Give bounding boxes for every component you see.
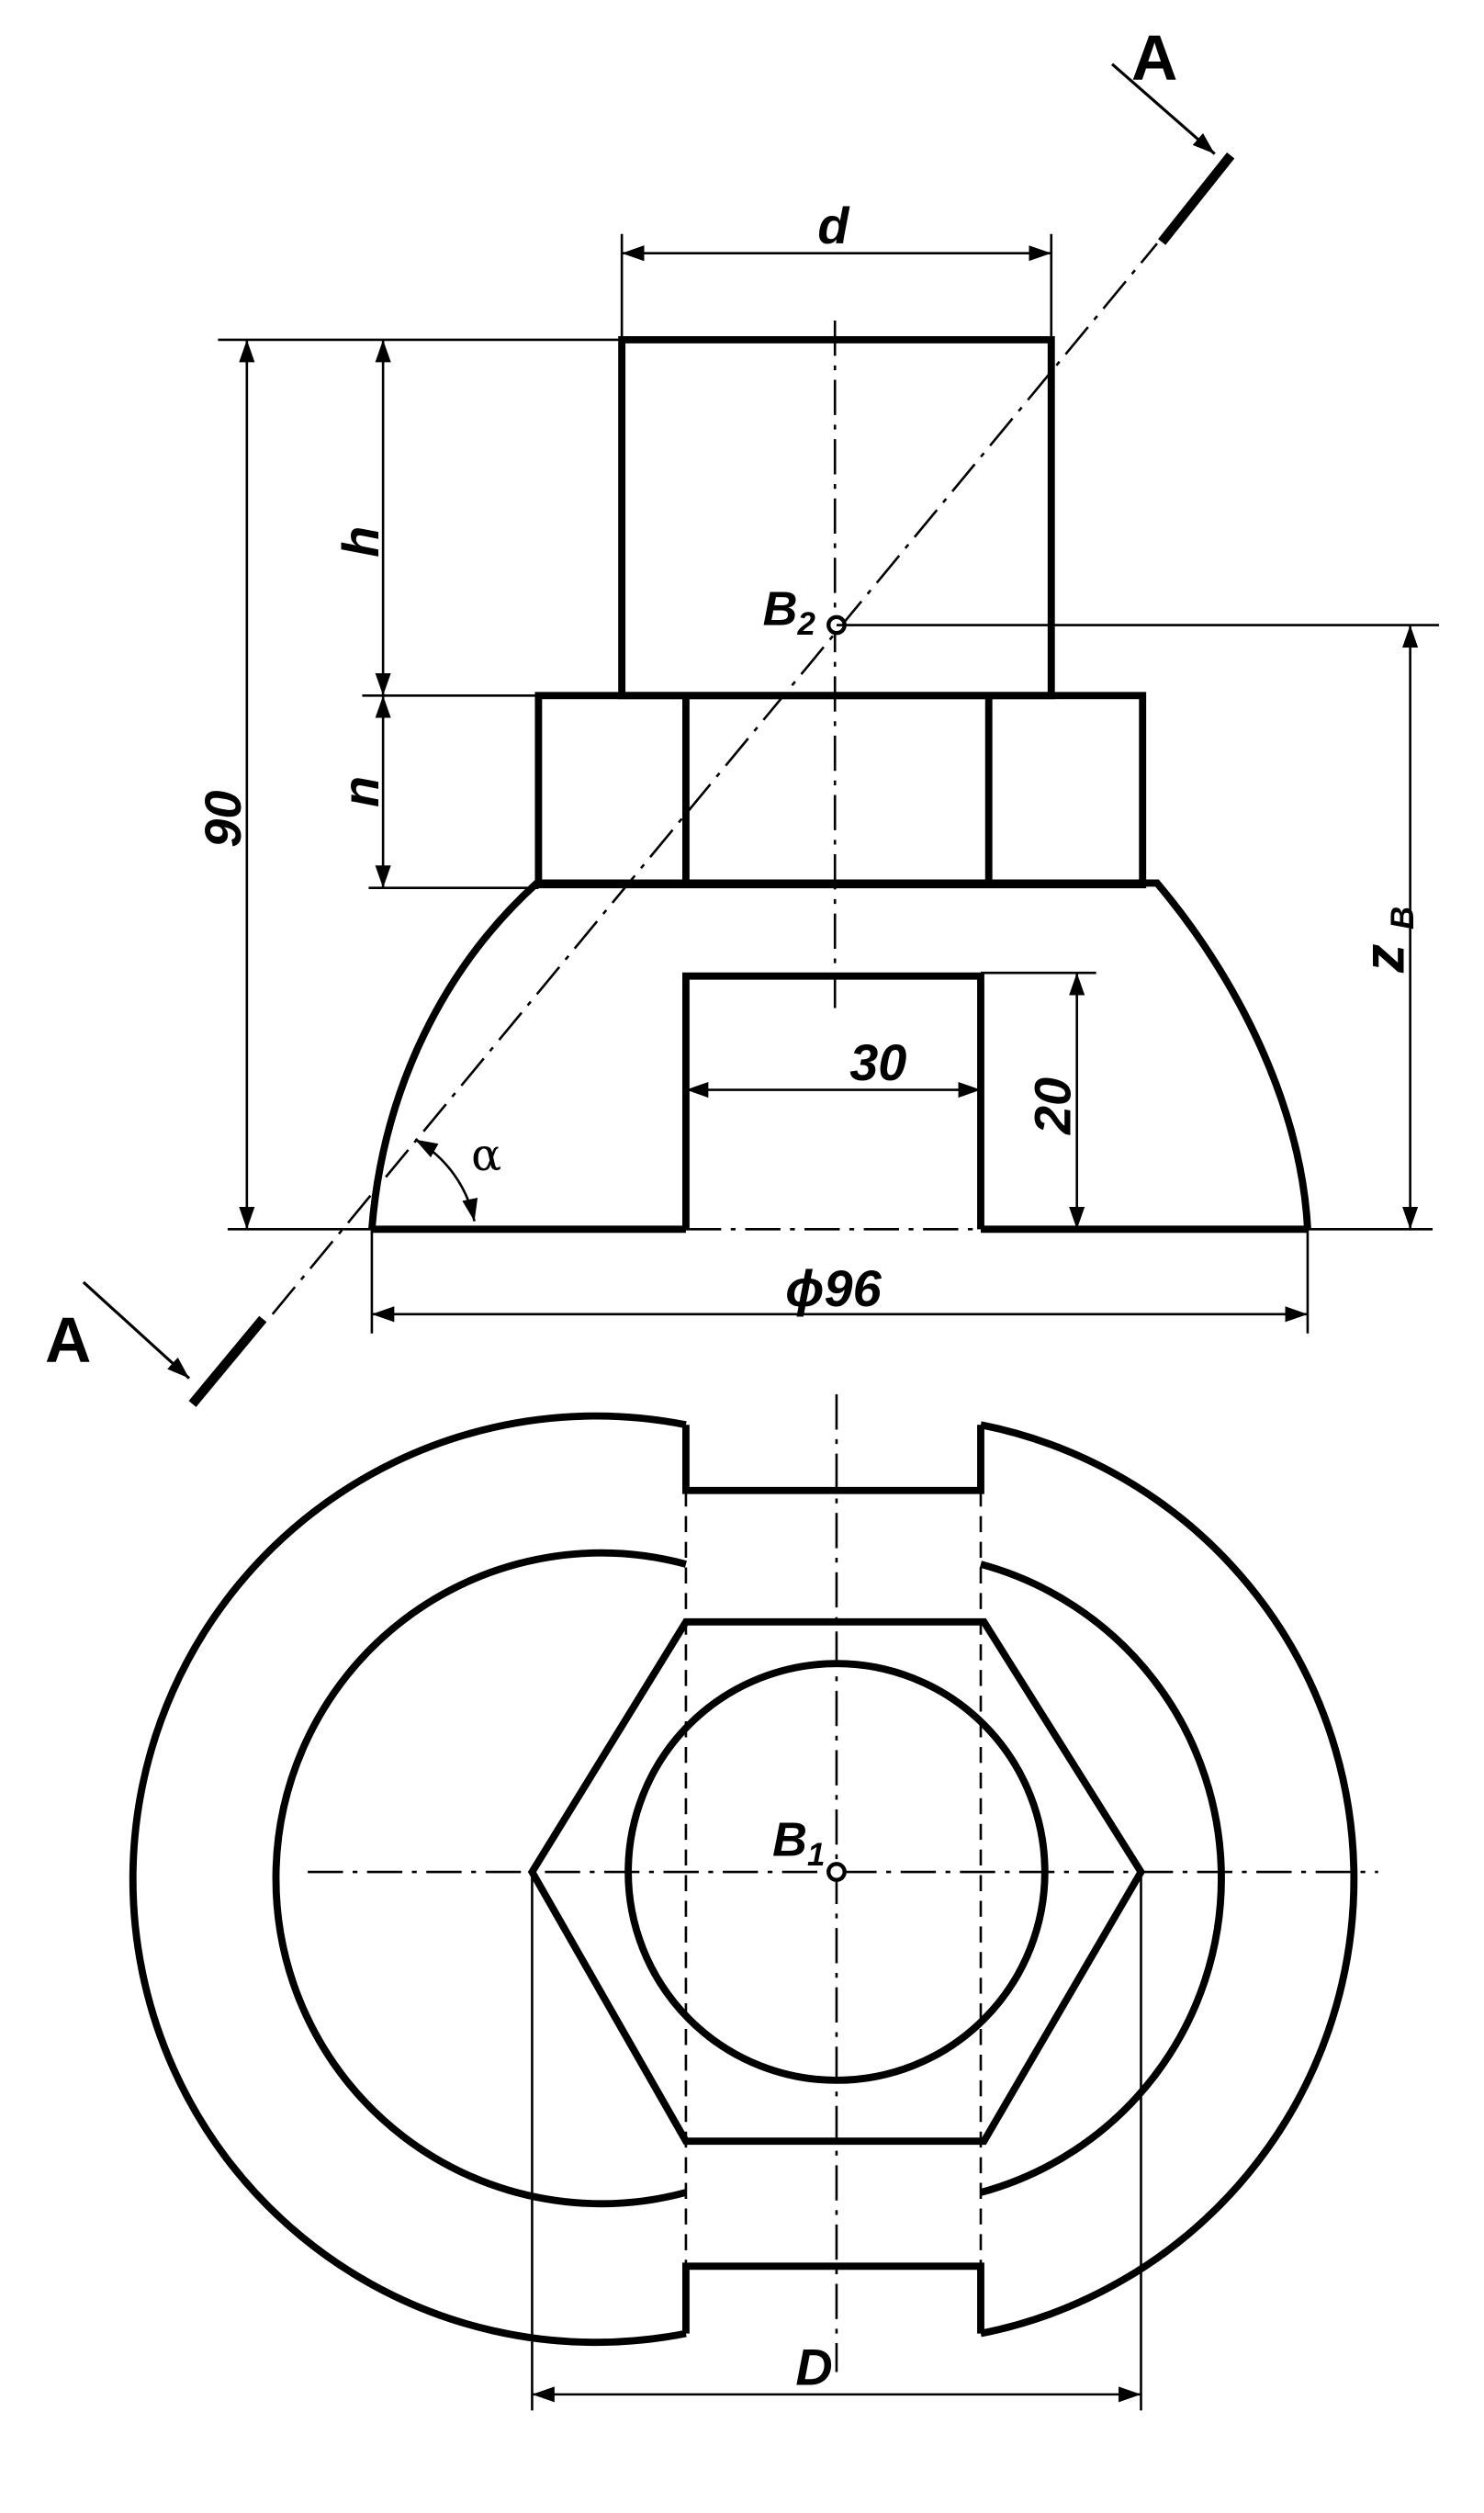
top-view-labels: B1 D bbox=[772, 1814, 833, 2396]
base-dome-outline bbox=[368, 879, 1311, 1230]
slot-cut bbox=[682, 972, 984, 1230]
point-b2-label: B2 bbox=[763, 583, 816, 642]
point-b1-sub: 1 bbox=[807, 1837, 825, 1873]
notch-top bbox=[682, 1425, 984, 1494]
dim-zb-sub: B bbox=[1385, 907, 1421, 930]
angle-alpha-arc bbox=[414, 1138, 478, 1222]
dim-n-label: n bbox=[332, 776, 389, 807]
angle-alpha-label: α bbox=[471, 1129, 501, 1181]
middle-circle bbox=[272, 1549, 1225, 2208]
section-plane-line bbox=[271, 242, 1158, 1315]
dim-h-label: h bbox=[332, 526, 389, 558]
front-view bbox=[82, 62, 1440, 1407]
front-view-labels: A A d h n 90 30 20 ϕ96 z B B2 α bbox=[45, 22, 1421, 1376]
section-mark-top bbox=[1158, 152, 1235, 245]
section-label-bottom: A bbox=[45, 1304, 91, 1376]
dim-diameter-label: ϕ96 bbox=[785, 1259, 882, 1317]
dim-D-label: D bbox=[795, 2338, 832, 2395]
dim-20-label: 20 bbox=[1024, 1077, 1082, 1135]
dim-zb-main: z bbox=[1353, 944, 1417, 974]
outer-circle-notched bbox=[129, 1412, 1358, 2347]
point-b2-main: B bbox=[763, 583, 798, 637]
section-label-top: A bbox=[1131, 22, 1177, 94]
dim-d-label: d bbox=[817, 197, 850, 254]
top-view bbox=[129, 1394, 1378, 2411]
section-mark-bottom bbox=[188, 1315, 267, 1407]
dim-30-label: 30 bbox=[849, 1033, 906, 1091]
notch-bottom bbox=[682, 2262, 984, 2334]
hex-nut-band bbox=[534, 692, 1147, 889]
point-b1-marker bbox=[826, 1862, 847, 1882]
dim-zb-label: z B bbox=[1353, 907, 1421, 974]
section-arrow-bottom bbox=[82, 1280, 191, 1380]
point-b1-label: B1 bbox=[772, 1814, 825, 1873]
dim-90-label: 90 bbox=[194, 791, 252, 848]
point-b2-sub: 2 bbox=[796, 606, 815, 642]
section-arrow-top bbox=[1111, 62, 1216, 155]
point-b1-main: B bbox=[772, 1814, 807, 1867]
cylinder-top bbox=[618, 335, 1055, 700]
